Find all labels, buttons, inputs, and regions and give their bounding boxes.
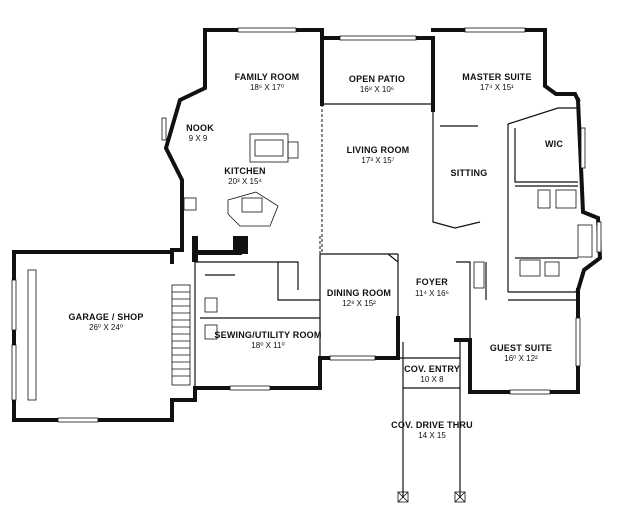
room-family-room: FAMILY ROOM 18⁶ X 17⁰ — [235, 72, 300, 92]
open-patio-label: OPEN PATIO — [349, 74, 405, 84]
living-room-size: 17³ X 15⁷ — [361, 156, 394, 165]
kitchen-label: KITCHEN — [224, 166, 265, 176]
foyer-size: 11⁴ X 16⁶ — [415, 289, 449, 298]
room-cov-drive-thru: COV. DRIVE THRU 14 X 15 — [391, 420, 473, 440]
interior-walls — [194, 103, 578, 389]
sitting-label: SITTING — [451, 168, 488, 178]
stairs — [171, 284, 191, 386]
windows — [11, 27, 602, 423]
room-sitting: SITTING — [451, 168, 488, 178]
garage-size: 26⁰ X 24⁰ — [89, 323, 123, 332]
dining-room-size: 12⁸ X 15² — [342, 299, 376, 308]
room-open-patio: OPEN PATIO 16⁸ X 10⁶ — [349, 74, 405, 94]
room-foyer: FOYER 11⁴ X 16⁶ — [415, 277, 449, 298]
family-room-label: FAMILY ROOM — [235, 72, 300, 82]
drive-thru-structure — [397, 388, 466, 503]
bath-fixtures — [204, 189, 593, 340]
nook-size: 9 X 9 — [189, 134, 208, 143]
open-patio-size: 16⁸ X 10⁶ — [360, 85, 394, 94]
garage-label: GARAGE / SHOP — [68, 312, 143, 322]
wic-label: WIC — [545, 139, 563, 149]
room-guest-suite: GUEST SUITE 16⁰ X 12² — [490, 343, 552, 363]
kitchen-size: 20³ X 15⁴ — [228, 177, 262, 186]
guest-suite-label: GUEST SUITE — [490, 343, 552, 353]
cov-drive-thru-size: 14 X 15 — [418, 431, 446, 440]
room-master-suite: MASTER SUITE 17⁴ X 15¹ — [462, 72, 531, 92]
foyer-label: FOYER — [416, 277, 448, 287]
cov-entry-label: COV. ENTRY — [404, 364, 460, 374]
room-sewing-utility: SEWING/UTILITY ROOM 18⁰ X 11⁰ — [214, 330, 321, 350]
nook-label: NOOK — [186, 123, 214, 133]
sewing-utility-size: 18⁰ X 11⁰ — [251, 341, 284, 350]
master-suite-size: 17⁴ X 15¹ — [480, 83, 514, 92]
dining-room-label: DINING ROOM — [327, 288, 391, 298]
living-room-label: LIVING ROOM — [347, 145, 410, 155]
family-room-size: 18⁶ X 17⁰ — [250, 83, 284, 92]
master-suite-label: MASTER SUITE — [462, 72, 531, 82]
room-nook: NOOK 9 X 9 — [186, 123, 214, 143]
guest-suite-size: 16⁰ X 12² — [504, 354, 538, 363]
room-kitchen: KITCHEN 20³ X 15⁴ — [224, 166, 265, 186]
room-wic: WIC — [545, 139, 563, 149]
room-dining-room: DINING ROOM 12⁸ X 15² — [327, 288, 391, 308]
room-garage: GARAGE / SHOP 26⁰ X 24⁰ — [68, 312, 143, 332]
room-cov-entry: COV. ENTRY 10 X 8 — [404, 364, 460, 384]
sewing-utility-label: SEWING/UTILITY ROOM — [214, 330, 321, 340]
kitchen-fixtures — [183, 133, 299, 262]
room-living-room: LIVING ROOM 17³ X 15⁷ — [347, 145, 410, 165]
cov-drive-thru-label: COV. DRIVE THRU — [391, 420, 473, 430]
cov-entry-size: 10 X 8 — [420, 375, 444, 384]
